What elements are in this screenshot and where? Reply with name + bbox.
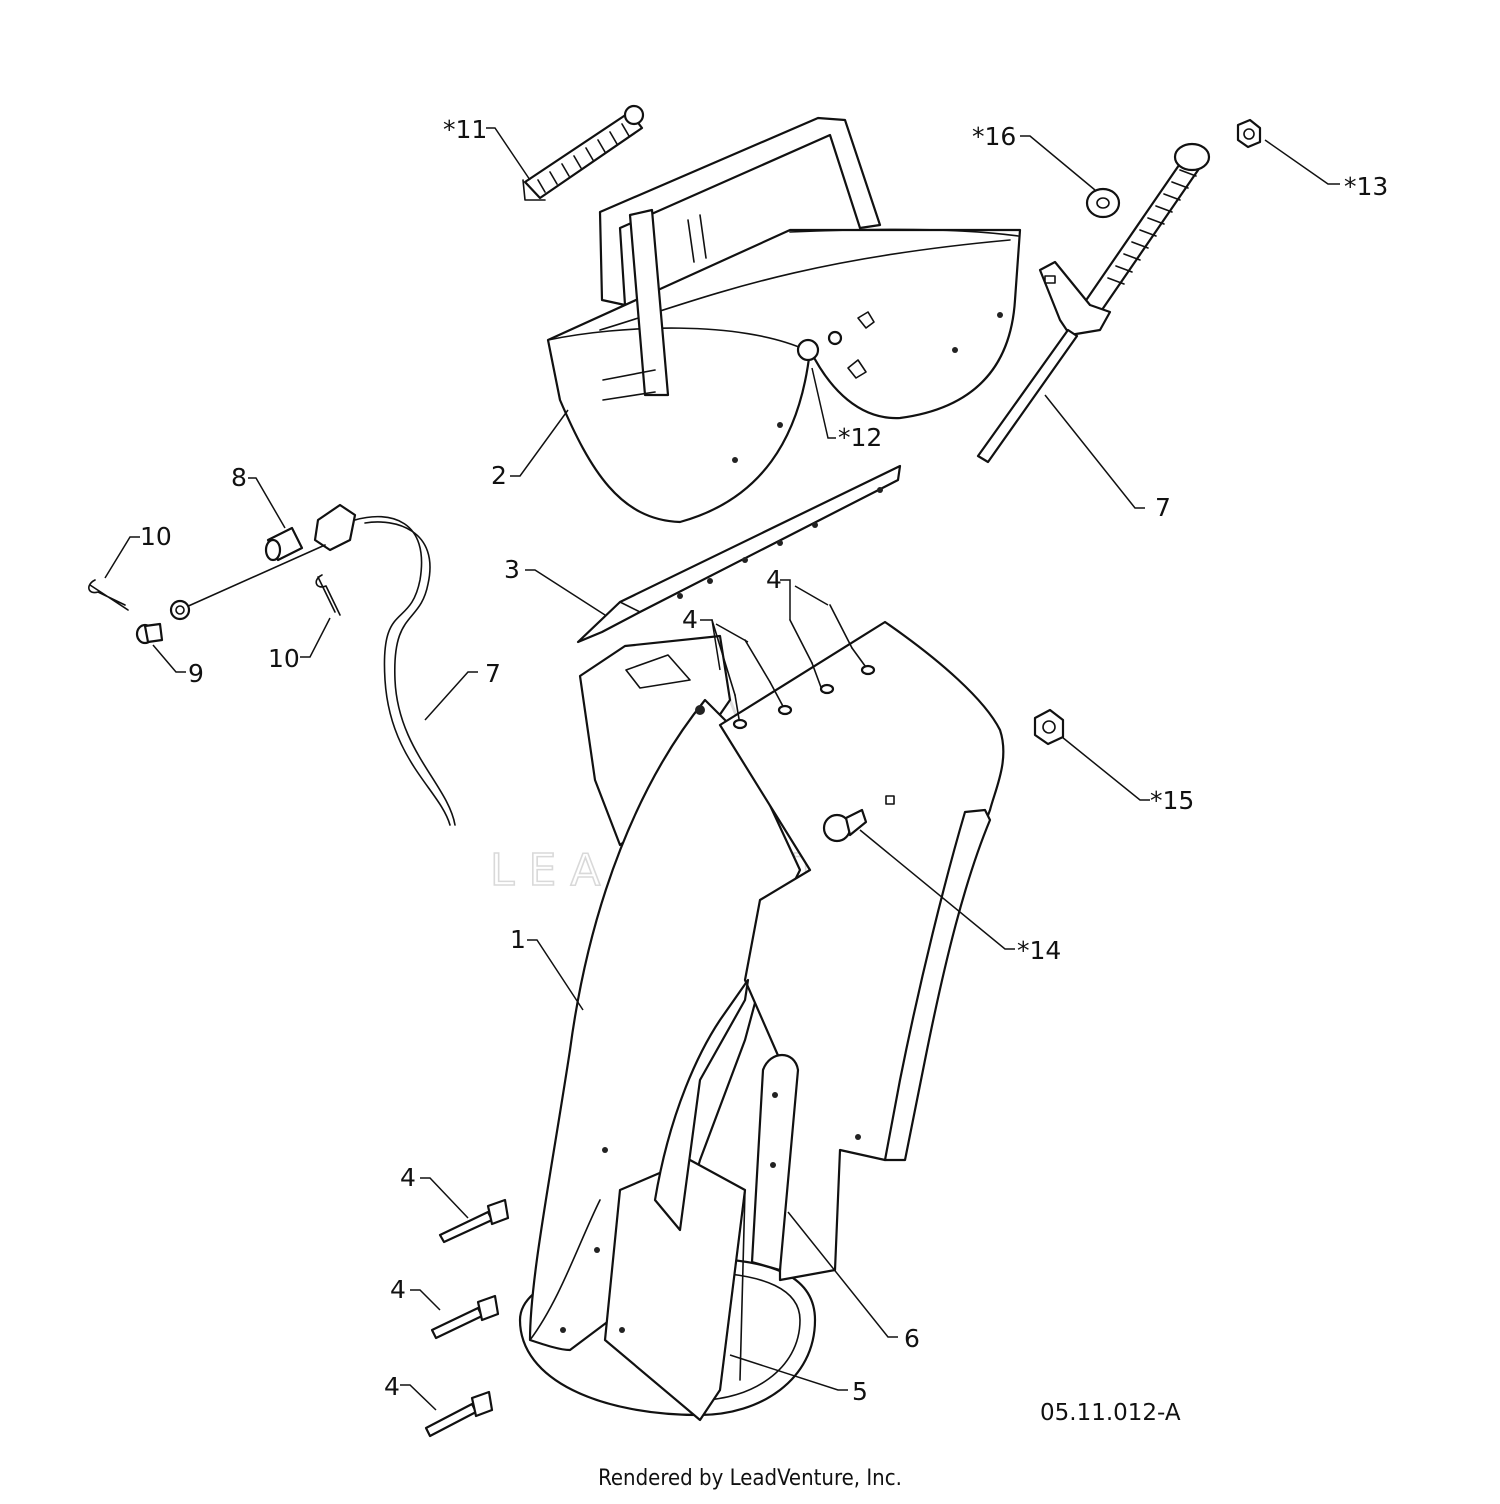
part-1-chute [518, 604, 1005, 1422]
callout-7-right: 7 [1155, 493, 1171, 522]
callout-14: *14 [1017, 936, 1061, 965]
part-4-rivets [424, 1198, 510, 1438]
part-16-bushing [1085, 187, 1121, 219]
part-10-hairpin-right [315, 574, 341, 616]
callout-13: *13 [1344, 172, 1388, 201]
part-3-flap [576, 464, 902, 644]
part-11-spring [522, 104, 645, 201]
part-15-nut [1033, 708, 1065, 746]
callout-4-top-left: 4 [682, 605, 698, 634]
footer-credit: Rendered by LeadVenture, Inc. [598, 1466, 902, 1491]
callout-2: 2 [491, 461, 507, 490]
callout-10-left: 10 [140, 522, 172, 551]
part-2-deflector [546, 116, 1022, 524]
callout-4-top-right: 4 [766, 565, 782, 594]
callout-11: *11 [443, 115, 487, 144]
callout-8: 8 [231, 463, 247, 492]
callout-4-bottom-2: 4 [390, 1275, 406, 1304]
part-13-nut [1236, 118, 1262, 149]
callout-6: 6 [904, 1324, 920, 1353]
callout-7-left: 7 [485, 659, 501, 688]
drawing-number: 05.11.012-A [1040, 1400, 1181, 1426]
callout-3: 3 [504, 555, 520, 584]
part-10-hairpin-left [88, 579, 129, 611]
part-8-pin [264, 526, 304, 562]
callout-12: *12 [838, 423, 882, 452]
callout-1: 1 [510, 925, 526, 954]
callout-15: *15 [1150, 786, 1194, 815]
callout-5: 5 [852, 1377, 868, 1406]
callout-16: *16 [972, 122, 1016, 151]
callout-10-right: 10 [268, 644, 300, 673]
part-9-bolt [135, 622, 164, 645]
callout-labels: *11 *16 *13 *12 2 7 8 10 9 10 7 3 4 4 *1… [140, 115, 1388, 1406]
leader-lines [104, 127, 1340, 1411]
part-7-crank-rod [976, 142, 1211, 464]
callout-9: 9 [188, 659, 204, 688]
callout-4-bottom-3: 4 [384, 1372, 400, 1401]
callout-4-bottom-1: 4 [400, 1163, 416, 1192]
part-7-cable [169, 503, 456, 826]
